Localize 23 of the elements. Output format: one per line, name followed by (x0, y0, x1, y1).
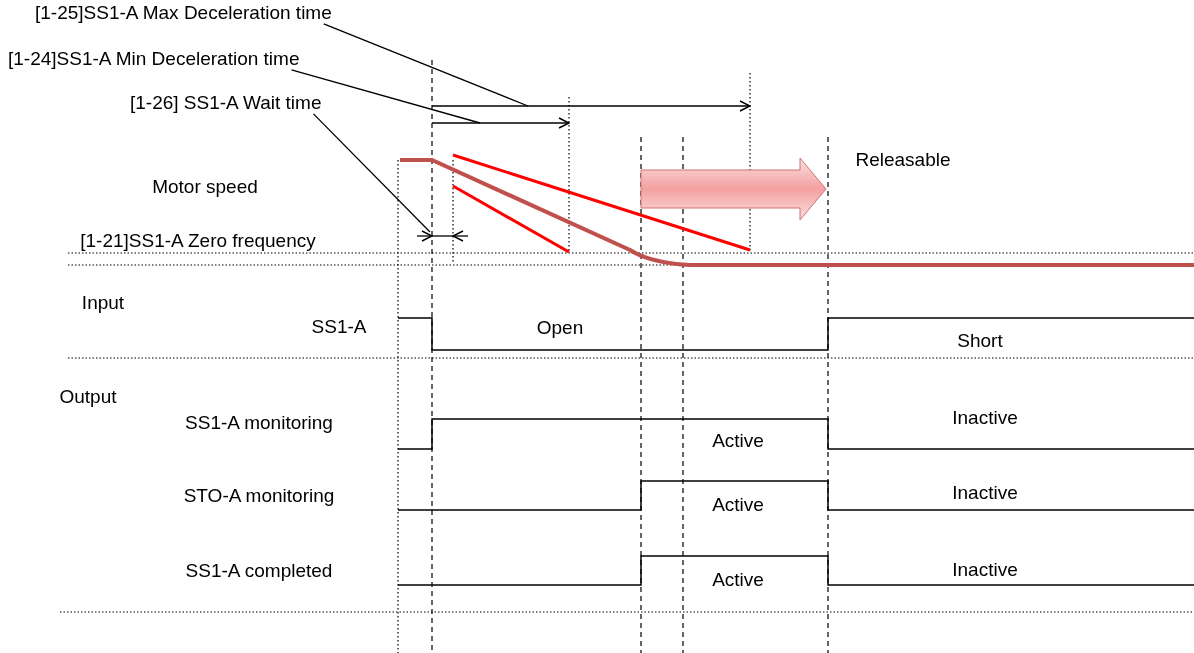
region-label: Releasable (855, 149, 951, 171)
leader-line (323, 23, 529, 107)
leader-line (290, 69, 481, 124)
axis-label: Motor speed (152, 176, 258, 198)
state-label: Inactive (952, 559, 1018, 581)
parameter-label: [1-25]SS1-A Max Deceleration time (35, 2, 332, 24)
leader-line (312, 113, 431, 233)
signal-name: SS1-A (311, 316, 367, 338)
parameter-label: [1-26] SS1-A Wait time (130, 92, 322, 114)
state-label: Active (712, 569, 764, 591)
signal-name: SS1-A monitoring (185, 412, 333, 434)
parameter-label: [1-24]SS1-A Min Deceleration time (8, 48, 300, 70)
parameter-label: [1-21]SS1-A Zero frequency (80, 230, 316, 252)
state-label: Short (957, 330, 1003, 352)
group-label: Input (81, 292, 125, 314)
state-label: Active (712, 430, 764, 452)
state-label: Inactive (952, 407, 1018, 429)
signal-name: SS1-A completed (185, 560, 333, 582)
state-label: Inactive (952, 482, 1018, 504)
signal-name: STO-A monitoring (183, 485, 335, 507)
state-label: Active (712, 494, 764, 516)
group-label: Output (59, 386, 117, 408)
state-label: Open (536, 317, 584, 339)
